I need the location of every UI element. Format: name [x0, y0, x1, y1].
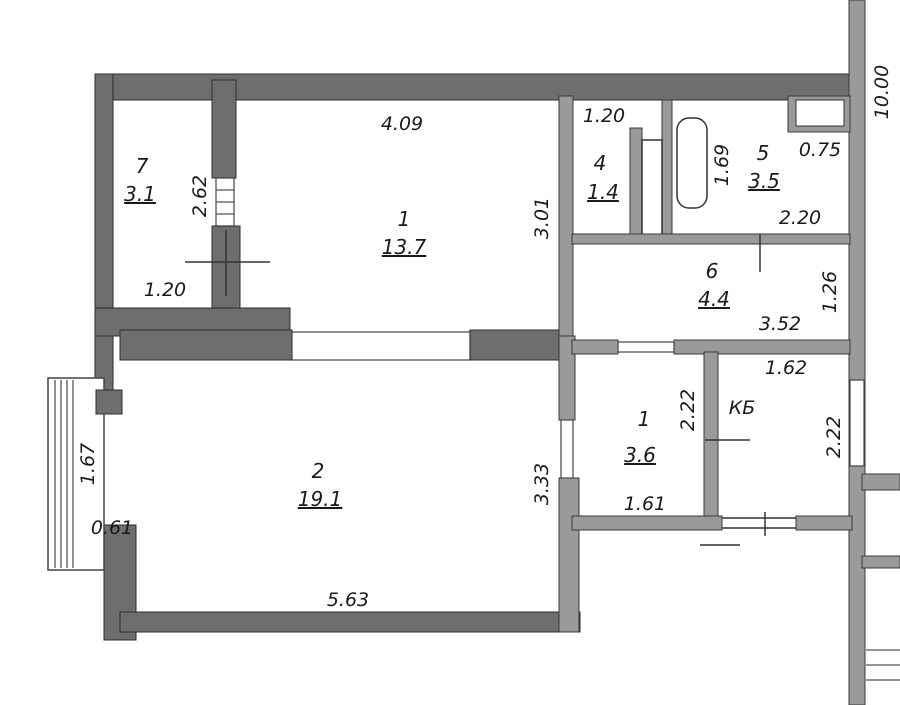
room-area-1: 13.7	[382, 235, 427, 259]
dim-room2-width: 5.63	[327, 589, 369, 611]
room-area-7: 3.1	[124, 182, 156, 206]
room-number-4: 4	[594, 151, 607, 175]
dim-room2-height: 3.33	[531, 463, 553, 505]
dim-hall-width: 1.61	[624, 493, 666, 515]
dim-room6-height: 1.26	[819, 271, 841, 313]
dim-hall-height: 2.22	[677, 389, 699, 431]
room-number-1: 1	[398, 207, 411, 231]
dim-balcony-depth: 0.61	[91, 517, 133, 539]
wall-5-6	[571, 233, 851, 245]
overall-dimension: 10.00	[871, 65, 893, 119]
wall-top	[94, 73, 856, 101]
balcony-hatch	[54, 380, 74, 568]
room-number-6: 6	[706, 259, 719, 283]
dim-room6-width: 3.52	[759, 313, 801, 335]
bathtub-icon	[676, 117, 708, 209]
dim-room5-niche: 0.75	[799, 139, 841, 161]
room-number-hall: 1	[638, 407, 651, 431]
room-area-4: 1.4	[587, 180, 619, 204]
dim-room4-width: 1.20	[583, 105, 625, 127]
wall-right	[848, 0, 866, 705]
room-number-5: 5	[757, 141, 770, 165]
wall-6-hall-a	[571, 339, 619, 355]
room-number-7: 7	[136, 154, 149, 178]
wall-mid-left-2	[119, 329, 293, 361]
wall-left-upper	[94, 73, 114, 413]
wall-hall-bottom	[571, 515, 723, 531]
dim-room7-height: 2.62	[189, 175, 211, 217]
wall-bottom	[119, 611, 581, 633]
dim-closet-width: 1.62	[765, 357, 807, 379]
wall-1-4	[558, 95, 574, 337]
wall-6-hall-b	[673, 339, 851, 355]
room-area-6: 4.4	[698, 287, 730, 311]
room-number-2: 2	[312, 459, 325, 483]
door-closet	[849, 379, 865, 467]
dim-room1-height: 3.01	[531, 197, 553, 239]
dim-room5-height: 1.69	[711, 144, 733, 186]
door-6-hall	[617, 341, 675, 353]
door-1-2	[291, 331, 471, 361]
stair-hatch	[866, 649, 900, 681]
wall-2-hall-lower	[558, 477, 580, 633]
closet-label: КБ	[729, 397, 756, 419]
wall-mid-right	[469, 329, 573, 361]
dim-room1-width: 4.09	[381, 113, 423, 135]
door-2-hall	[560, 419, 574, 479]
dim-closet-height: 2.22	[823, 416, 845, 458]
balcony	[47, 377, 105, 571]
dim-room5-width: 2.20	[779, 207, 821, 229]
dim-balcony-length: 1.67	[77, 443, 99, 485]
wall-7-1-top	[211, 79, 237, 179]
room-area-5: 3.5	[748, 169, 780, 193]
wall-5-inner	[661, 99, 673, 241]
wall-4-5	[629, 127, 643, 241]
room-area-2: 19.1	[298, 487, 343, 511]
dim-room7-width: 1.20	[144, 279, 186, 301]
wall-hall-closet	[703, 351, 719, 523]
room-area-hall: 3.6	[624, 443, 656, 467]
wall-closet-bottom	[795, 515, 853, 531]
